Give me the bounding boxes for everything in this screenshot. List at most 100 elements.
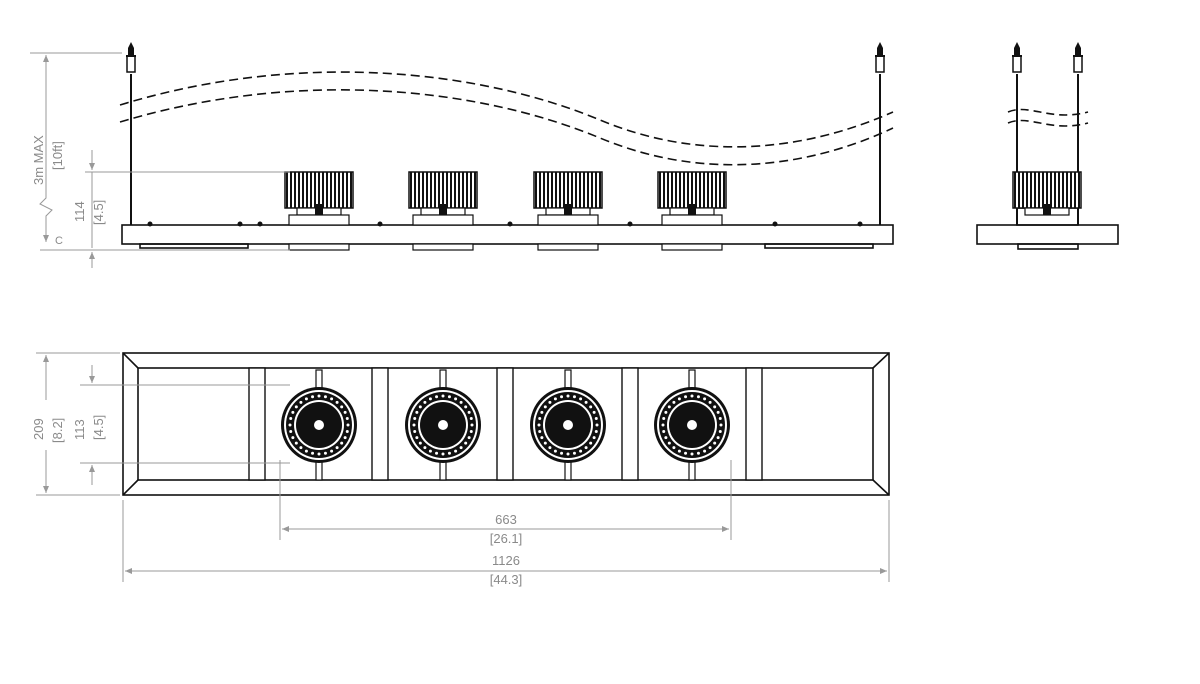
heatsink-fin — [679, 172, 681, 208]
side-fixture-body — [976, 224, 1119, 245]
led-dot — [418, 405, 422, 409]
led-dot — [289, 429, 293, 433]
led-dot — [412, 423, 416, 427]
length-dimension-imperial: [44.3] — [490, 572, 523, 587]
led-dot — [716, 436, 720, 440]
cable-gripper — [875, 55, 885, 73]
heatsink-fin — [290, 172, 292, 208]
heatsink-fin — [442, 172, 444, 208]
module-divider — [496, 367, 514, 481]
led-dot — [572, 395, 576, 399]
led-dot — [311, 395, 315, 399]
led-dot — [543, 405, 547, 409]
led-dot — [548, 400, 552, 404]
heatsink-stem — [688, 204, 696, 215]
led-dot — [464, 405, 468, 409]
heatsink-fin — [667, 172, 669, 208]
heatsink-fin — [454, 172, 456, 208]
module-base-plate — [537, 214, 599, 226]
heatsink-fin — [555, 172, 557, 208]
led-dot — [540, 410, 544, 414]
heatsink-fin — [318, 172, 320, 208]
height-dimension-imperial: [4.5] — [91, 200, 106, 225]
suspension-dimension: 3m MAX — [31, 135, 46, 185]
led-dot — [537, 423, 541, 427]
cable-gripper — [1073, 55, 1083, 73]
side-break-lower — [1007, 119, 1089, 127]
fixing-screw — [507, 221, 513, 227]
heatsink-fin — [575, 172, 577, 208]
led-dot — [540, 436, 544, 440]
length-dimension: 1126 — [492, 553, 520, 568]
heatsink-fin — [314, 172, 316, 208]
module-lens — [537, 243, 599, 251]
led-dot — [459, 446, 463, 450]
heatsink-fin — [691, 172, 693, 208]
module-base-plate — [412, 214, 474, 226]
heatsink-stem — [315, 204, 323, 215]
heatsink-fin — [567, 172, 569, 208]
heatsink-fin — [474, 172, 476, 208]
led-dot — [294, 441, 298, 445]
top-outer-frame — [122, 352, 890, 496]
led-dot — [294, 405, 298, 409]
top-led-module — [530, 369, 606, 481]
led-dot — [428, 449, 432, 453]
lens-center — [563, 420, 573, 430]
diffuser-left — [139, 243, 249, 249]
heatsink-fin — [1050, 172, 1052, 208]
front-led-module — [657, 171, 727, 216]
led-dot — [288, 423, 292, 427]
led-dot — [423, 446, 427, 450]
led-dot — [667, 405, 671, 409]
heatsink-fin — [723, 172, 725, 208]
heatsink-fin — [1058, 172, 1060, 208]
led-dot — [418, 441, 422, 445]
led-dot — [415, 436, 419, 440]
heatsink-fin — [422, 172, 424, 208]
led-dot — [538, 417, 542, 421]
suspension-dimension-imperial: [10ft] — [50, 141, 65, 170]
led-dot — [459, 400, 463, 404]
led-dot — [553, 397, 557, 401]
heatsink-fin — [410, 172, 412, 208]
module-divider — [371, 367, 389, 481]
fixing-screw — [237, 221, 243, 227]
led-dot — [441, 452, 445, 456]
heatsink-fin — [659, 172, 661, 208]
led-dot — [467, 436, 471, 440]
front-led-module — [533, 171, 603, 216]
heatsink-fin — [663, 172, 665, 208]
led-dot — [469, 429, 473, 433]
led-dot — [317, 452, 321, 456]
heatsink-fin — [579, 172, 581, 208]
side-view — [976, 42, 1119, 250]
heatsink-fin — [675, 172, 677, 208]
side-led-module — [1012, 171, 1082, 216]
dimensions: 3m MAX [10ft] 114 [4.5] C 209 [8.2] 113 … — [30, 52, 890, 587]
led-dot — [677, 449, 681, 453]
heatsink-fin — [1026, 172, 1028, 208]
led-dot — [672, 400, 676, 404]
led-dot — [572, 451, 576, 455]
bevel-lines — [122, 352, 890, 496]
heatsink-fin — [334, 172, 336, 208]
led-dot — [343, 436, 347, 440]
heatsink-fin — [1014, 172, 1016, 208]
heatsink-fin — [446, 172, 448, 208]
led-dot — [345, 417, 349, 421]
heatsink-fin — [699, 172, 701, 208]
heatsink-fin — [1018, 172, 1020, 208]
led-dot — [703, 449, 707, 453]
ceiling-anchor-icon — [1075, 42, 1081, 56]
module-size-dimension: 113 — [72, 419, 87, 440]
led-dot — [708, 446, 712, 450]
led-dot — [594, 417, 598, 421]
led-dot — [470, 423, 474, 427]
heatsink-fin — [438, 172, 440, 208]
led-dot — [718, 417, 722, 421]
led-dot — [677, 397, 681, 401]
front-cable — [126, 42, 136, 225]
led-dot — [304, 397, 308, 401]
